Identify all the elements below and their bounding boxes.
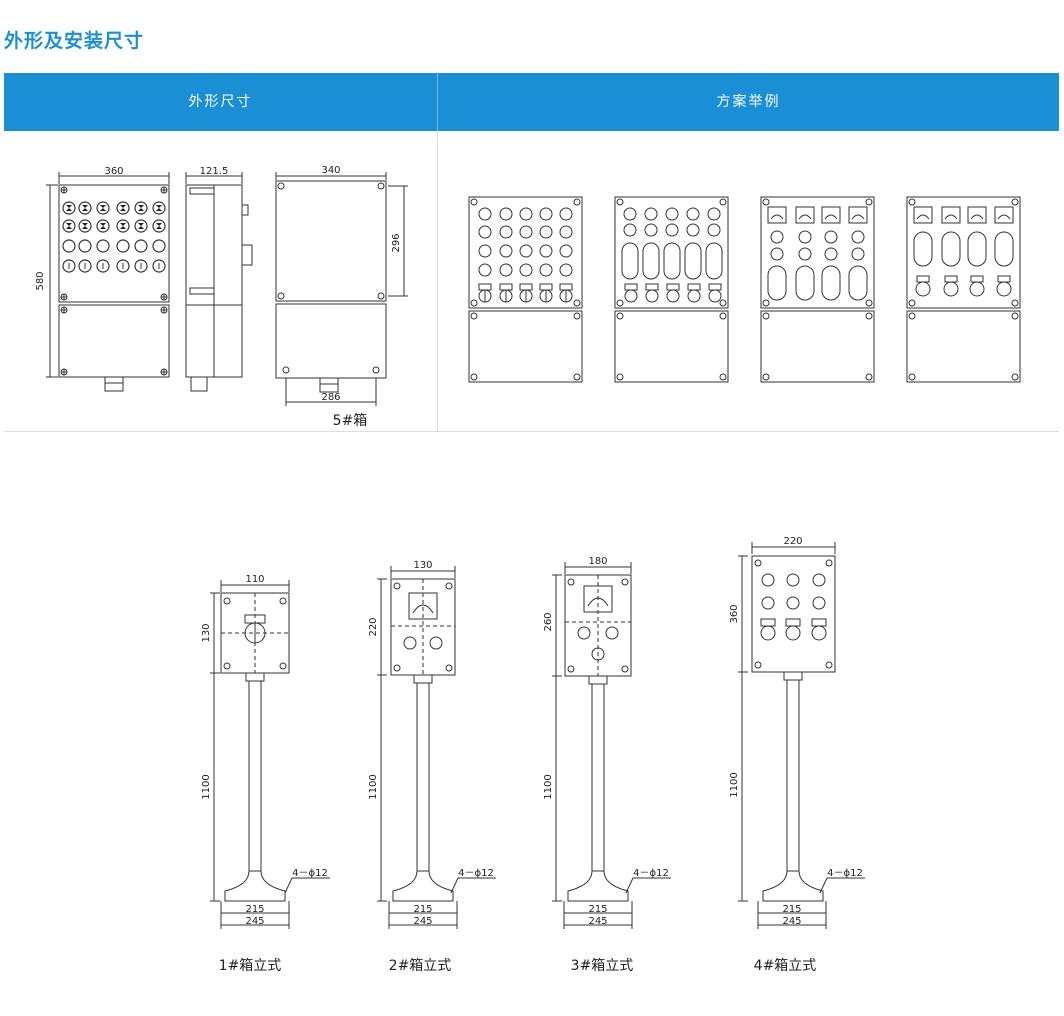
stand1-caption: 1#箱立式 bbox=[218, 958, 282, 974]
stand4-caption: 4#箱立式 bbox=[753, 958, 817, 974]
dim-back-width: 340 bbox=[321, 165, 340, 176]
scheme-example-2 bbox=[614, 196, 729, 383]
stand2-base-inner: 215 bbox=[413, 904, 432, 915]
stand3-caption: 3#箱立式 bbox=[570, 958, 634, 974]
table-column-divider bbox=[437, 131, 438, 431]
stand1-box-height: 130 bbox=[201, 623, 212, 642]
dim-upper-height: 296 bbox=[391, 233, 402, 252]
table-bottom-border bbox=[4, 431, 1059, 432]
stand2-post: 1100 bbox=[368, 774, 379, 799]
header-divider bbox=[437, 73, 438, 131]
dim-side-depth: 121.5 bbox=[200, 166, 229, 177]
meter-icons bbox=[767, 206, 868, 224]
stand-2 bbox=[377, 566, 496, 929]
page-title: 外形及安装尺寸 bbox=[4, 30, 145, 52]
stand3-holes: 4－ϕ12 bbox=[633, 868, 669, 879]
stand3-base-outer: 245 bbox=[588, 916, 607, 927]
stand4-holes: 4－ϕ12 bbox=[827, 868, 863, 879]
stand-1 bbox=[210, 580, 330, 929]
stand4-base-inner: 215 bbox=[782, 904, 801, 915]
dim-height: 580 bbox=[35, 271, 46, 290]
stand2-box-width: 130 bbox=[413, 560, 432, 571]
table-header: 外形尺寸 方案举例 bbox=[4, 73, 1059, 131]
stand2-caption: 2#箱立式 bbox=[388, 958, 452, 974]
box5-caption: 5#箱 bbox=[332, 413, 368, 429]
scheme-example-4 bbox=[906, 196, 1021, 383]
header-dimensions: 外形尺寸 bbox=[188, 94, 253, 110]
stand4-base-outer: 245 bbox=[782, 916, 801, 927]
selector-switch-icons bbox=[478, 283, 573, 303]
stand1-holes: 4－ϕ12 bbox=[292, 868, 328, 879]
stand2-box-height: 220 bbox=[368, 617, 379, 636]
stand1-post: 1100 bbox=[201, 774, 212, 799]
stand3-base-inner: 215 bbox=[588, 904, 607, 915]
scheme-example-1 bbox=[468, 196, 583, 383]
stand4-box-width: 220 bbox=[783, 536, 802, 547]
stand4-post: 1100 bbox=[729, 772, 740, 797]
stand2-base-outer: 245 bbox=[413, 916, 432, 927]
scheme-example-3 bbox=[760, 196, 875, 383]
stand-3 bbox=[552, 562, 671, 929]
front-buttons bbox=[62, 201, 166, 273]
stand-4 bbox=[738, 542, 865, 929]
box5-back-upper bbox=[275, 180, 387, 302]
stand4-box-height: 360 bbox=[729, 604, 740, 623]
stand3-post: 1100 bbox=[543, 774, 554, 799]
dim-front-width: 360 bbox=[104, 166, 123, 177]
stand1-box-width: 110 bbox=[245, 574, 264, 585]
stand1-base-outer: 245 bbox=[245, 916, 264, 927]
stand3-box-width: 180 bbox=[588, 556, 607, 567]
stand3-box-height: 260 bbox=[543, 612, 554, 631]
header-examples: 方案举例 bbox=[716, 94, 781, 110]
dim-mount-width: 286 bbox=[321, 392, 340, 403]
stand2-holes: 4－ϕ12 bbox=[458, 868, 494, 879]
screw-icons bbox=[60, 186, 168, 376]
stand1-base-inner: 215 bbox=[245, 904, 264, 915]
